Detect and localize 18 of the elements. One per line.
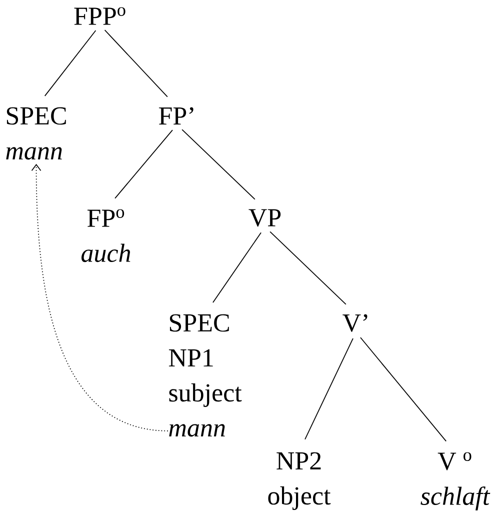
- tree-label: FP’: [158, 107, 194, 124]
- branch-line: [114, 130, 173, 199]
- tree-label: SPEC mann: [6, 107, 66, 160]
- tree-label: FP$^{o}$ auch: [82, 209, 130, 262]
- branch-line: [304, 338, 354, 440]
- tree-label: V $^{o}$ schlaft: [420, 452, 490, 510]
- tree-label: SPEC NP1 subject mann: [168, 314, 242, 437]
- branch-line: [270, 231, 346, 305]
- tree-label: V’: [342, 314, 368, 332]
- branch-line: [360, 337, 447, 442]
- branch-line: [212, 232, 262, 303]
- movement-arrow: [31, 164, 168, 432]
- tree-label: FPP$^{o}$: [74, 7, 126, 25]
- tree-label: NP2 object: [268, 452, 331, 510]
- branch-line: [104, 30, 168, 98]
- branch-line: [44, 30, 96, 96]
- branch-line: [182, 129, 256, 200]
- tree-label: VP: [248, 209, 281, 227]
